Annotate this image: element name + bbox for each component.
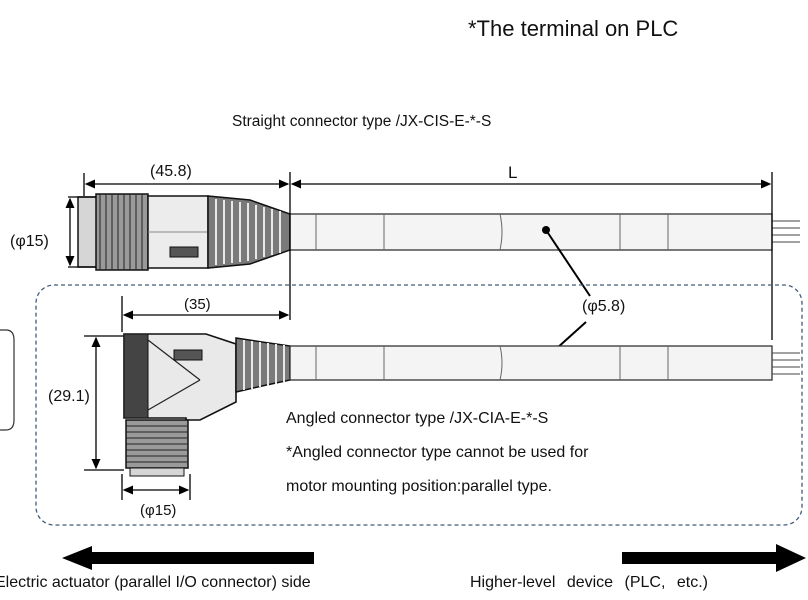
- straight-cable: [289, 213, 800, 251]
- plc-side-caption: Higher-level device (PLC, etc.): [470, 574, 708, 591]
- angled-length-dimension: (35): [184, 296, 211, 313]
- actuator-side-caption: Electric actuator (parallel I/O connecto…: [0, 574, 311, 591]
- angled-cable: [289, 345, 800, 381]
- straight-length-dimension: (45.8): [150, 163, 192, 180]
- page-title: *The terminal on PLC: [468, 16, 679, 41]
- right-direction-arrow: [622, 544, 806, 572]
- angled-note-line2: motor mounting position:parallel type.: [286, 478, 552, 495]
- left-direction-arrow: [62, 546, 314, 570]
- straight-connector: [77, 193, 291, 271]
- angled-variant-frame: [35, 284, 803, 526]
- dimension-lines: [65, 172, 773, 500]
- angled-connector-label: Angled connector type /JX-CIA-E-*-S: [286, 410, 549, 427]
- angled-connector: [123, 333, 291, 477]
- cable-length-dimension: L: [508, 163, 518, 182]
- angled-diameter-dimension: (φ15): [140, 502, 177, 519]
- straight-connector-label: Straight connector type /JX-CIS-E-*-S: [232, 113, 492, 130]
- straight-diameter-dimension: (φ15): [10, 233, 49, 250]
- angled-note-line1: *Angled connector type cannot be used fo…: [286, 444, 589, 461]
- angled-height-dimension: (29.1): [48, 388, 90, 405]
- cable-diameter-dimension: (φ5.8): [582, 298, 626, 315]
